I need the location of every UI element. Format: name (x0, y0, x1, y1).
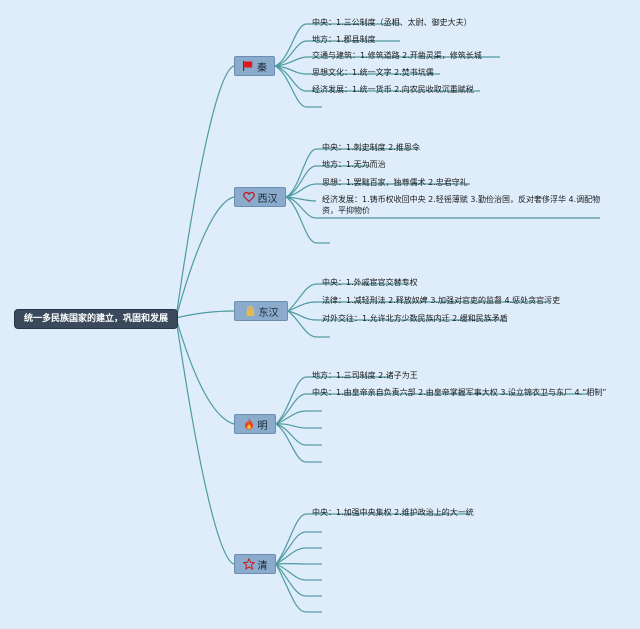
donghan-item-1: 中央：1.外戚宦官交替专权 (322, 278, 418, 287)
root-node[interactable]: 统一多民族国家的建立，巩固和发展 (14, 309, 178, 329)
branch-ming-label: 明 (257, 420, 268, 432)
branch-ming[interactable]: 明 (234, 414, 276, 434)
connector-root-xihan (175, 196, 235, 319)
xihan-item-4: 经济发展：1.铸币权收回中央 2.轻徭薄赋 3.勤俭治国，反对奢侈浮华 4.调配… (322, 195, 601, 215)
ming-item-1: 地方：1.三司制度 2.诸子为王 (312, 371, 418, 380)
connector-root-qin (175, 65, 235, 319)
branch-xihan[interactable]: 西汉 (234, 187, 286, 207)
heart-icon (242, 191, 255, 203)
fire-icon (243, 418, 255, 430)
connector-root-donghan (175, 310, 235, 319)
qin-item-1: 中央：1.三公制度（丞相、太尉、御史大夫） (312, 18, 472, 27)
branch-donghan[interactable]: 东汉 (234, 301, 288, 321)
qing-item-1: 中央：1.加强中央集权 2.维护政治上的大一统 (312, 508, 474, 517)
ming-item-2: 中央：1.由皇帝亲自负责六部 2.由皇帝掌握军事大权 3.设立锦衣卫与东厂 4.… (312, 388, 607, 397)
xihan-item-2: 地方：1.无为而治 (322, 160, 386, 169)
branch-donghan-label: 东汉 (258, 307, 279, 319)
branch-qing-label: 清 (257, 560, 268, 572)
branch-qin-label: 秦 (257, 62, 267, 74)
qin-item-3: 交通与建筑：1.修筑道路 2.开凿灵渠，修筑长城 (312, 51, 482, 60)
connector-root-ming (175, 317, 235, 425)
hand-icon (244, 305, 256, 317)
qin-item-4: 思想文化：1.统一文字 2.焚书坑儒 (312, 68, 434, 77)
branch-xihan-label: 西汉 (257, 193, 278, 205)
branch-qing[interactable]: 清 (234, 554, 276, 574)
star-icon (242, 558, 255, 570)
qin-item-2: 地方：1.郡县制度 (312, 35, 376, 44)
xihan-item-3: 思想：1.罢黜百家，独尊儒术 2.忠君守礼 (322, 178, 468, 187)
donghan-item-2: 法律：1.减轻刑法 2.释放奴婢 3.加强对官吏的监督 4.惩处贪官污吏 (322, 296, 561, 305)
donghan-item-3: 对外交往：1.允许北方少数民族内迁 2.缓和民族矛盾 (322, 314, 508, 323)
branch-qin[interactable]: 秦 (234, 56, 275, 76)
qin-item-5: 经济发展：1.统一货币 2.向农民收取沉重赋税 (312, 85, 474, 94)
connector-root-qing (175, 317, 235, 565)
xihan-item-1: 中央：1.刺史制度 2.推恩令 (322, 143, 420, 152)
red-flag-icon (242, 60, 254, 72)
